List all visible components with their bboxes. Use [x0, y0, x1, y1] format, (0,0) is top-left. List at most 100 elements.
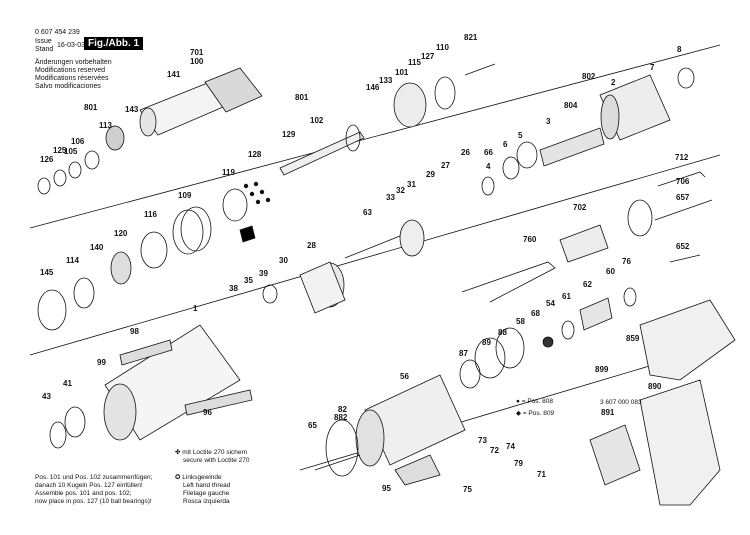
part-label: 87	[459, 349, 468, 358]
figure-label: Fig./Abb. 1	[84, 37, 144, 50]
part-label: 82	[338, 405, 347, 414]
part-label: 140	[90, 243, 104, 252]
part-label: 109	[178, 191, 192, 200]
part-label: 26	[461, 148, 470, 157]
assembly-note-4: now place in pos. 127 (10 ball bearings)…	[35, 498, 152, 505]
part-label: 68	[531, 309, 540, 318]
part-label: 33	[386, 193, 395, 202]
part-label: 96	[203, 408, 212, 417]
part-label: 56	[400, 372, 409, 381]
loctite-note-de: ✤ mit Loctite 270 sichern	[175, 449, 248, 456]
part-label: 58	[516, 317, 525, 326]
part-label: 105	[64, 147, 78, 156]
part-label: 114	[66, 256, 79, 265]
assembly-note-1: Pos. 101 und Pos. 102 zusammenfügen;	[35, 474, 153, 481]
stand-label: Stand	[35, 46, 54, 53]
part-label: 99	[97, 358, 106, 367]
part-label: 1	[193, 304, 198, 313]
part-label: 804	[564, 101, 578, 110]
part-label: 801	[295, 93, 309, 102]
part-label: 116	[144, 210, 157, 219]
part-label: 71	[537, 470, 546, 479]
alt-part-number: 3 607 000 083	[600, 399, 642, 406]
part-label: 5	[518, 131, 523, 140]
part-label: 899	[595, 365, 609, 374]
part-label: 30	[279, 256, 288, 265]
part-number: 0 607 454 239	[35, 29, 80, 36]
part-label: 120	[114, 229, 128, 238]
part-label: 129	[282, 130, 296, 139]
part-label: 54	[546, 299, 555, 308]
part-label: 100	[190, 57, 204, 66]
part-label: 127	[421, 52, 435, 61]
part-label: 72	[490, 446, 499, 455]
part-label: 145	[40, 268, 54, 277]
part-label: 35	[244, 276, 253, 285]
part-label: 891	[601, 408, 615, 417]
part-label: 115	[408, 58, 421, 67]
part-label: 62	[583, 280, 592, 289]
part-label: 125	[53, 146, 67, 155]
notice-fr: Modifications réservées	[35, 75, 109, 82]
part-label: 657	[676, 193, 690, 202]
part-label: 146	[366, 83, 380, 92]
part-label: 102	[310, 116, 324, 125]
part-label: 133	[379, 76, 393, 85]
part-label: 701	[190, 48, 204, 57]
assembly-note-3: Assemble pos. 101 and pos. 102;	[35, 490, 132, 497]
part-label: 60	[606, 267, 615, 276]
part-label: 801	[84, 103, 98, 112]
part-label: 28	[307, 241, 316, 250]
part-label: 110	[436, 43, 449, 52]
part-label: 79	[514, 459, 523, 468]
part-label: 74	[506, 442, 515, 451]
part-label: 143	[125, 105, 139, 114]
notice-de: Änderungen vorbehalten	[35, 59, 112, 66]
part-label: 4	[486, 162, 491, 171]
part-label: 7	[650, 63, 655, 72]
part-label: 98	[130, 327, 139, 336]
part-label: 38	[229, 284, 238, 293]
part-label: 712	[675, 153, 689, 162]
part-label: 76	[622, 257, 631, 266]
part-label: 89	[482, 338, 491, 347]
lefthand-note-en: Left hand thread	[183, 482, 231, 489]
part-label: 706	[676, 177, 690, 186]
part-label: 95	[382, 484, 391, 493]
part-label: 6	[503, 140, 508, 149]
part-label: 821	[464, 33, 478, 42]
issue-date: 16-03-03	[57, 42, 86, 49]
lefthand-note-fr: Filetage gauche	[183, 490, 230, 497]
part-label: 65	[308, 421, 317, 430]
part-label: 101	[395, 68, 409, 77]
part-label: 702	[573, 203, 587, 212]
part-label: 119	[222, 168, 235, 177]
part-label: 41	[63, 379, 72, 388]
part-label: 890	[648, 382, 662, 391]
part-label: 27	[441, 161, 450, 170]
part-label: 113	[99, 121, 112, 130]
notice-en: Modifications reserved	[35, 67, 106, 74]
part-label: 66	[484, 148, 493, 157]
part-label: 126	[40, 155, 54, 164]
part-label: 141	[167, 70, 181, 79]
part-label: 760	[523, 235, 537, 244]
assembly-note-2: danach 10 Kugeln Pos. 127 einfüllen!	[35, 482, 143, 489]
loctite-note-en: secure with Loctite 270	[183, 457, 250, 464]
legend-pos-808: ● = Pos. 808	[516, 398, 553, 405]
part-label: 859	[626, 334, 640, 343]
part-label: 8	[677, 45, 682, 54]
part-label: 106	[71, 137, 85, 146]
part-label: 3	[546, 117, 551, 126]
notice-es: Salvo modificaciones	[35, 83, 101, 90]
part-label: 75	[463, 485, 472, 494]
part-label: 32	[396, 186, 405, 195]
part-label: 31	[407, 180, 416, 189]
part-label: 39	[259, 269, 268, 278]
lefthand-note-de: ✪ Linksgewinde	[175, 474, 222, 481]
part-label: 73	[478, 436, 487, 445]
part-label: 802	[582, 72, 596, 81]
part-label: 882	[334, 413, 348, 422]
